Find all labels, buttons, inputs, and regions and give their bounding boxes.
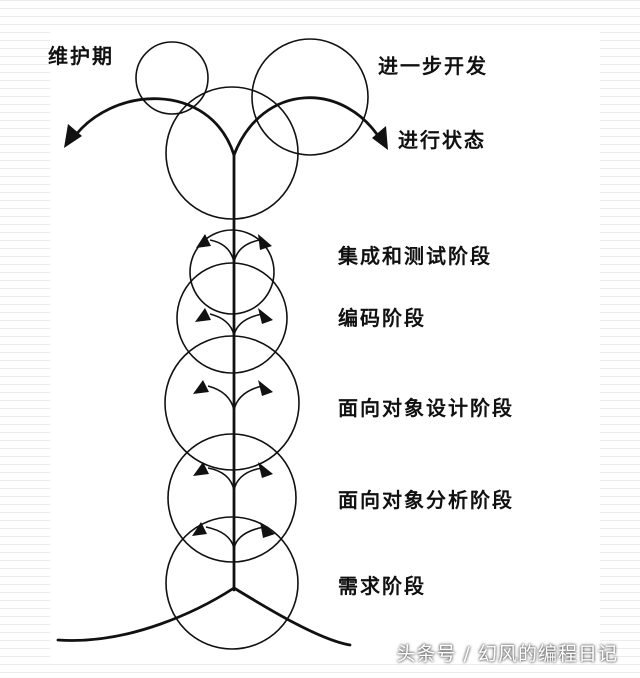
arrowhead-icon xyxy=(258,380,273,396)
arrow-curve-left xyxy=(70,97,236,157)
arrowhead-icon xyxy=(258,308,273,324)
label-oo-analysis: 面向对象分析阶段 xyxy=(338,488,514,512)
circle-coding xyxy=(176,262,288,374)
arrowhead-icon xyxy=(64,124,82,148)
circle-oo-analysis xyxy=(167,433,297,563)
arrow-curve-right xyxy=(232,96,384,157)
base-curve-left xyxy=(56,586,236,642)
watermark: 头条号 / 幻风的编程日记 xyxy=(396,643,618,665)
arrowhead-icon xyxy=(196,234,211,248)
arrowhead-icon xyxy=(193,462,209,476)
arrowhead-icon xyxy=(258,234,272,250)
circle-further-development xyxy=(251,38,369,156)
label-coding: 编码阶段 xyxy=(338,306,426,330)
base-curve-right xyxy=(232,586,352,647)
circle-integration xyxy=(189,229,275,315)
arrowhead-icon xyxy=(258,462,273,478)
label-maintenance: 维护期 xyxy=(48,44,114,68)
circle-oo-design xyxy=(164,335,300,471)
label-in-progress: 进行状态 xyxy=(398,128,486,152)
circle-requirements xyxy=(165,516,299,650)
label-requirements: 需求阶段 xyxy=(338,574,426,598)
diagram-panel xyxy=(50,25,600,660)
circle-maintenance xyxy=(135,41,209,115)
label-oo-design: 面向对象设计阶段 xyxy=(338,396,514,420)
arrowhead-icon xyxy=(195,308,211,322)
label-further-development: 进一步开发 xyxy=(378,54,488,78)
arrowhead-icon xyxy=(260,522,275,538)
arrowhead-icon xyxy=(372,126,388,150)
arrowhead-icon xyxy=(193,380,209,394)
arrowhead-icon xyxy=(192,522,207,536)
circle-top-center xyxy=(165,86,299,220)
label-integration-testing: 集成和测试阶段 xyxy=(338,244,492,268)
